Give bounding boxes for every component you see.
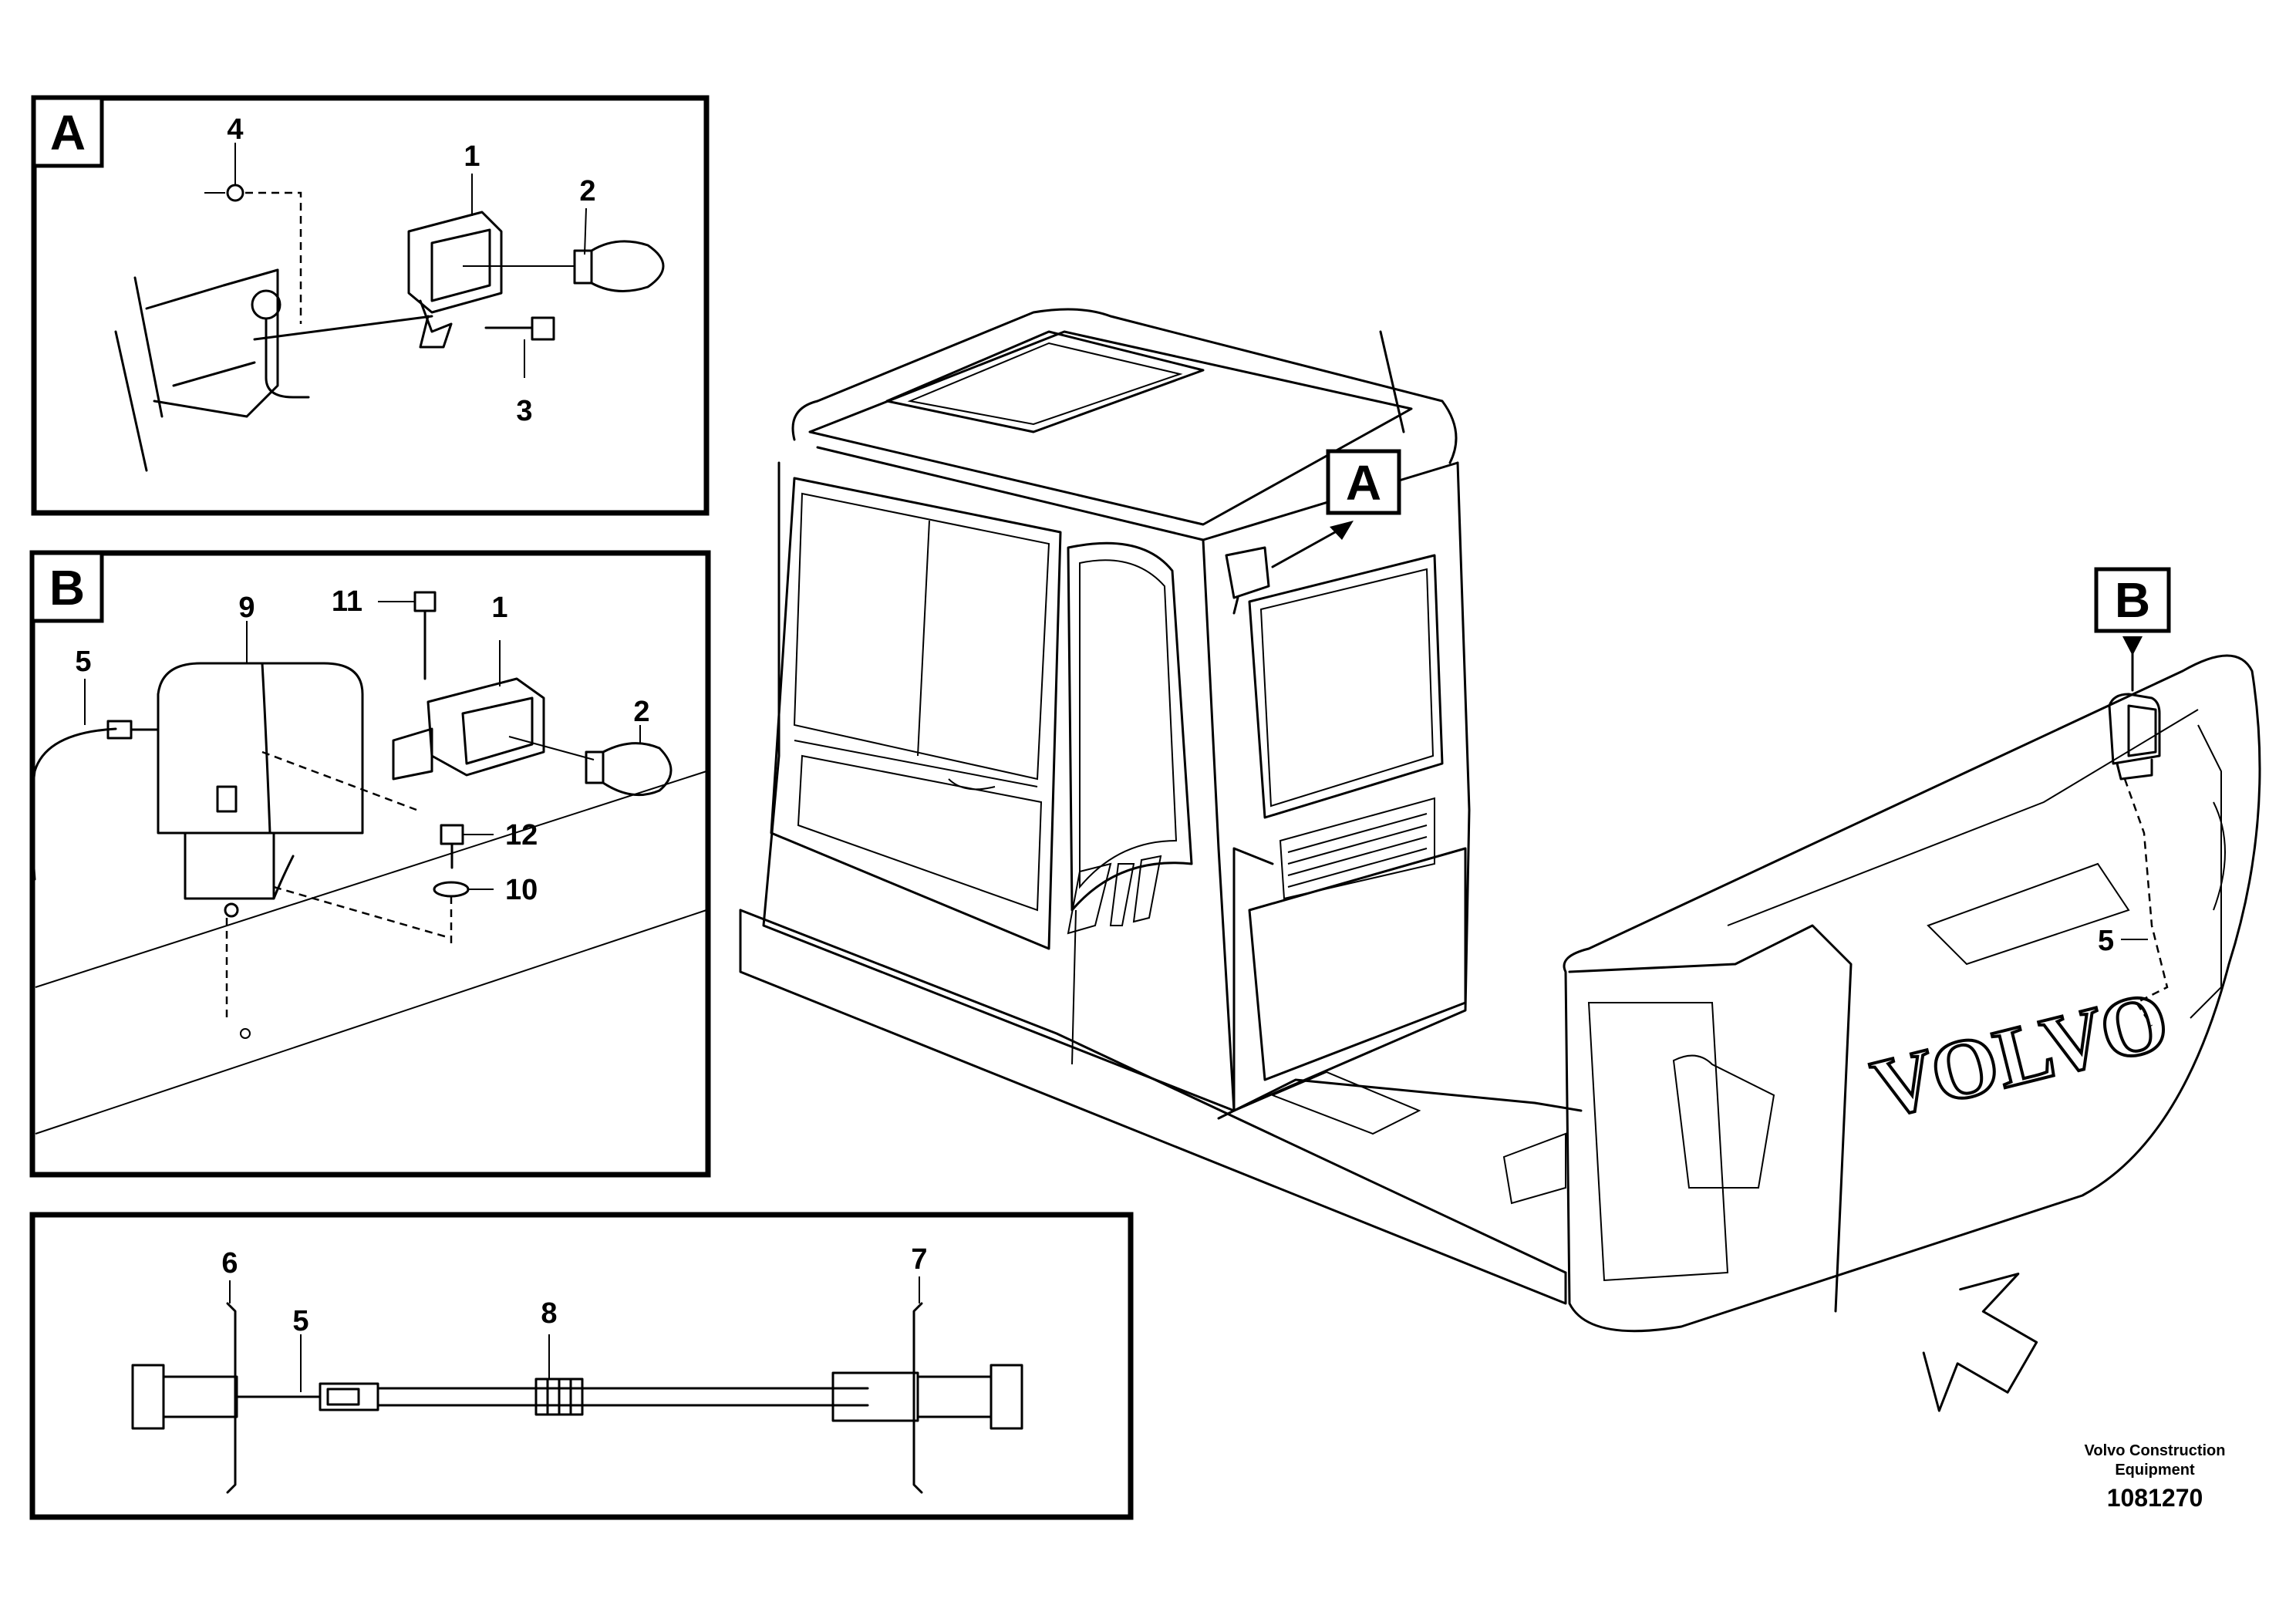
callout-5-b: 5 <box>75 646 91 678</box>
detail-b-panel: B <box>29 550 711 1178</box>
detail-b-tag: B <box>49 560 85 615</box>
detail-a-panel: A 4 <box>31 95 710 516</box>
bolt-part <box>484 316 555 341</box>
callout-3: 3 <box>516 395 532 427</box>
detail-a-tag: A <box>50 105 86 160</box>
bulb-part <box>573 240 665 292</box>
cable-part <box>31 727 117 881</box>
callout-2-b: 2 <box>633 696 649 728</box>
footer-credit: Volvo Construction Equipment 1081270 <box>2085 1442 2226 1512</box>
cab-corner-sketch <box>114 268 433 472</box>
work-lamp-part <box>407 211 503 349</box>
callout-1-b: 1 <box>491 592 507 624</box>
operator-cab <box>762 308 1471 1112</box>
detail-a-frame <box>31 95 710 516</box>
callout-11: 11 <box>332 585 362 618</box>
callout-9: 9 <box>238 592 255 624</box>
callout-5-c: 5 <box>292 1305 308 1337</box>
cab-work-lamp <box>1225 546 1270 615</box>
counterweight-work-lamp <box>2108 693 2161 781</box>
surface-lines <box>35 771 707 1135</box>
volvo-logo: VOLVO <box>1863 973 2177 1136</box>
cable-detail-panel: 6 5 8 7 <box>29 1212 1134 1520</box>
drawing-reference: 1081270 <box>2107 1484 2203 1512</box>
callout-8: 8 <box>541 1297 557 1330</box>
view-direction-arrow <box>1922 1273 2038 1412</box>
nut-part <box>226 184 244 202</box>
work-lamp-b-part <box>426 677 545 777</box>
excavator-main-view: A VOLVO B 5 <box>739 308 2261 1412</box>
main-tag-b: B <box>2115 572 2150 628</box>
cable-detail-frame <box>29 1212 1134 1520</box>
callout-6: 6 <box>221 1247 238 1280</box>
tag-a-leader <box>1271 527 1344 568</box>
main-tag-b-box <box>2094 567 2171 633</box>
bolt-12-part <box>440 824 464 869</box>
detail-b-frame <box>29 550 711 1178</box>
lamp-guard-part <box>157 662 364 1039</box>
credit-line-1: Volvo Construction <box>2085 1442 2226 1459</box>
washer-part <box>433 881 470 898</box>
detail-b-tag-box <box>30 551 104 623</box>
counterweight <box>1563 654 2261 1333</box>
callout-2: 2 <box>579 175 595 207</box>
cable-clip-part <box>534 1378 584 1416</box>
callout-7: 7 <box>911 1243 927 1276</box>
detail-a-tag-box <box>32 96 104 168</box>
callout-1: 1 <box>464 140 480 173</box>
credit-line-2: Equipment <box>2115 1462 2195 1479</box>
cable-route <box>2123 778 2169 1027</box>
callout-5-main: 5 <box>2098 925 2114 957</box>
platform-edge <box>739 909 1567 1305</box>
bracket-part <box>392 727 433 781</box>
bolt-11-part <box>413 591 437 680</box>
main-tag-a: A <box>1346 455 1381 511</box>
bulb-b-part <box>585 742 673 797</box>
main-tag-a-box <box>1326 449 1401 515</box>
callout-10: 10 <box>505 874 538 906</box>
callout-4: 4 <box>227 113 243 146</box>
callout-12: 12 <box>505 819 538 851</box>
